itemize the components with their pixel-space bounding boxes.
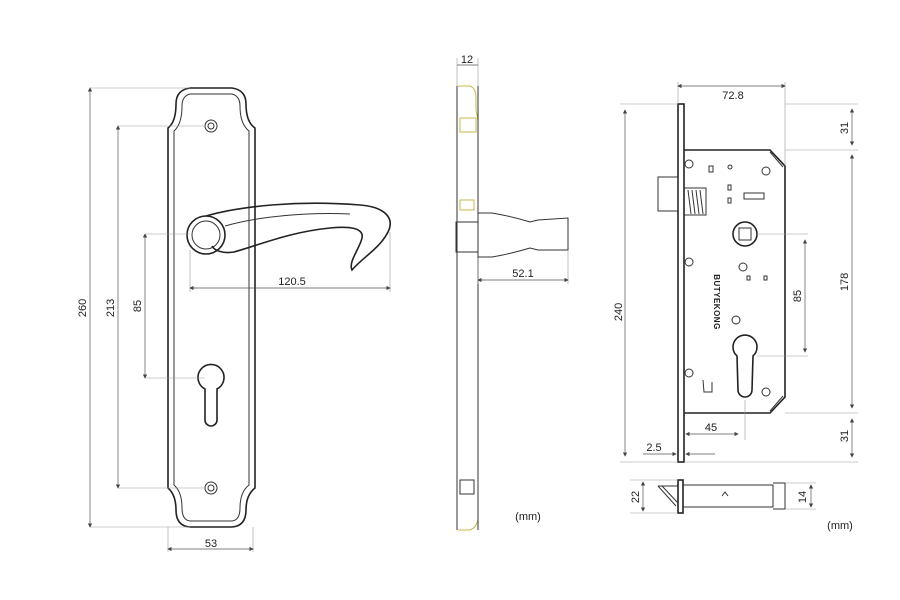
follower-spindle-icon — [732, 221, 758, 247]
dim-22: 22 — [630, 491, 642, 503]
cylinder-hole-icon — [732, 334, 758, 398]
side-handle — [455, 212, 569, 258]
dim-31-bottom: 31 — [839, 430, 851, 442]
dim-52-1: 52.1 — [512, 268, 533, 280]
unit-label-left: (mm) — [515, 511, 541, 523]
front-view: 260 213 85 120.5 53 — [77, 87, 391, 552]
screw-bottom-icon — [204, 481, 218, 495]
dim-260: 260 — [77, 299, 89, 317]
dim-213: 213 — [105, 299, 117, 317]
dim-85-lock: 85 — [792, 290, 804, 302]
screw-top-icon — [204, 119, 218, 133]
keyhole-icon — [197, 363, 225, 427]
backplate-outline — [167, 87, 256, 528]
latch-bolt — [657, 176, 679, 212]
dim-31-top: 31 — [839, 122, 851, 134]
dim-12: 12 — [461, 54, 473, 66]
faceplate — [677, 103, 685, 463]
lock-bottom-view — [657, 479, 786, 514]
dim-53: 53 — [205, 538, 217, 550]
unit-label-right: (mm) — [827, 520, 853, 532]
dim-240: 240 — [613, 303, 625, 321]
side-view: 12 52.1 (mm) — [455, 54, 569, 531]
lever-handle — [186, 202, 391, 272]
lock-case — [684, 149, 786, 414]
dim-72-8: 72.8 — [722, 90, 743, 102]
dim-2-5: 2.5 — [646, 442, 661, 454]
dim-85: 85 — [132, 300, 144, 312]
lock-body-view: BUTYEKONG 72.8 240 31 178 85 31 45 2.5 2… — [613, 82, 858, 532]
dim-45: 45 — [705, 422, 717, 434]
dim-120-5: 120.5 — [278, 276, 306, 288]
dim-14: 14 — [797, 491, 809, 503]
lock-logo: BUTYEKONG — [712, 274, 721, 330]
dim-178: 178 — [839, 273, 851, 291]
